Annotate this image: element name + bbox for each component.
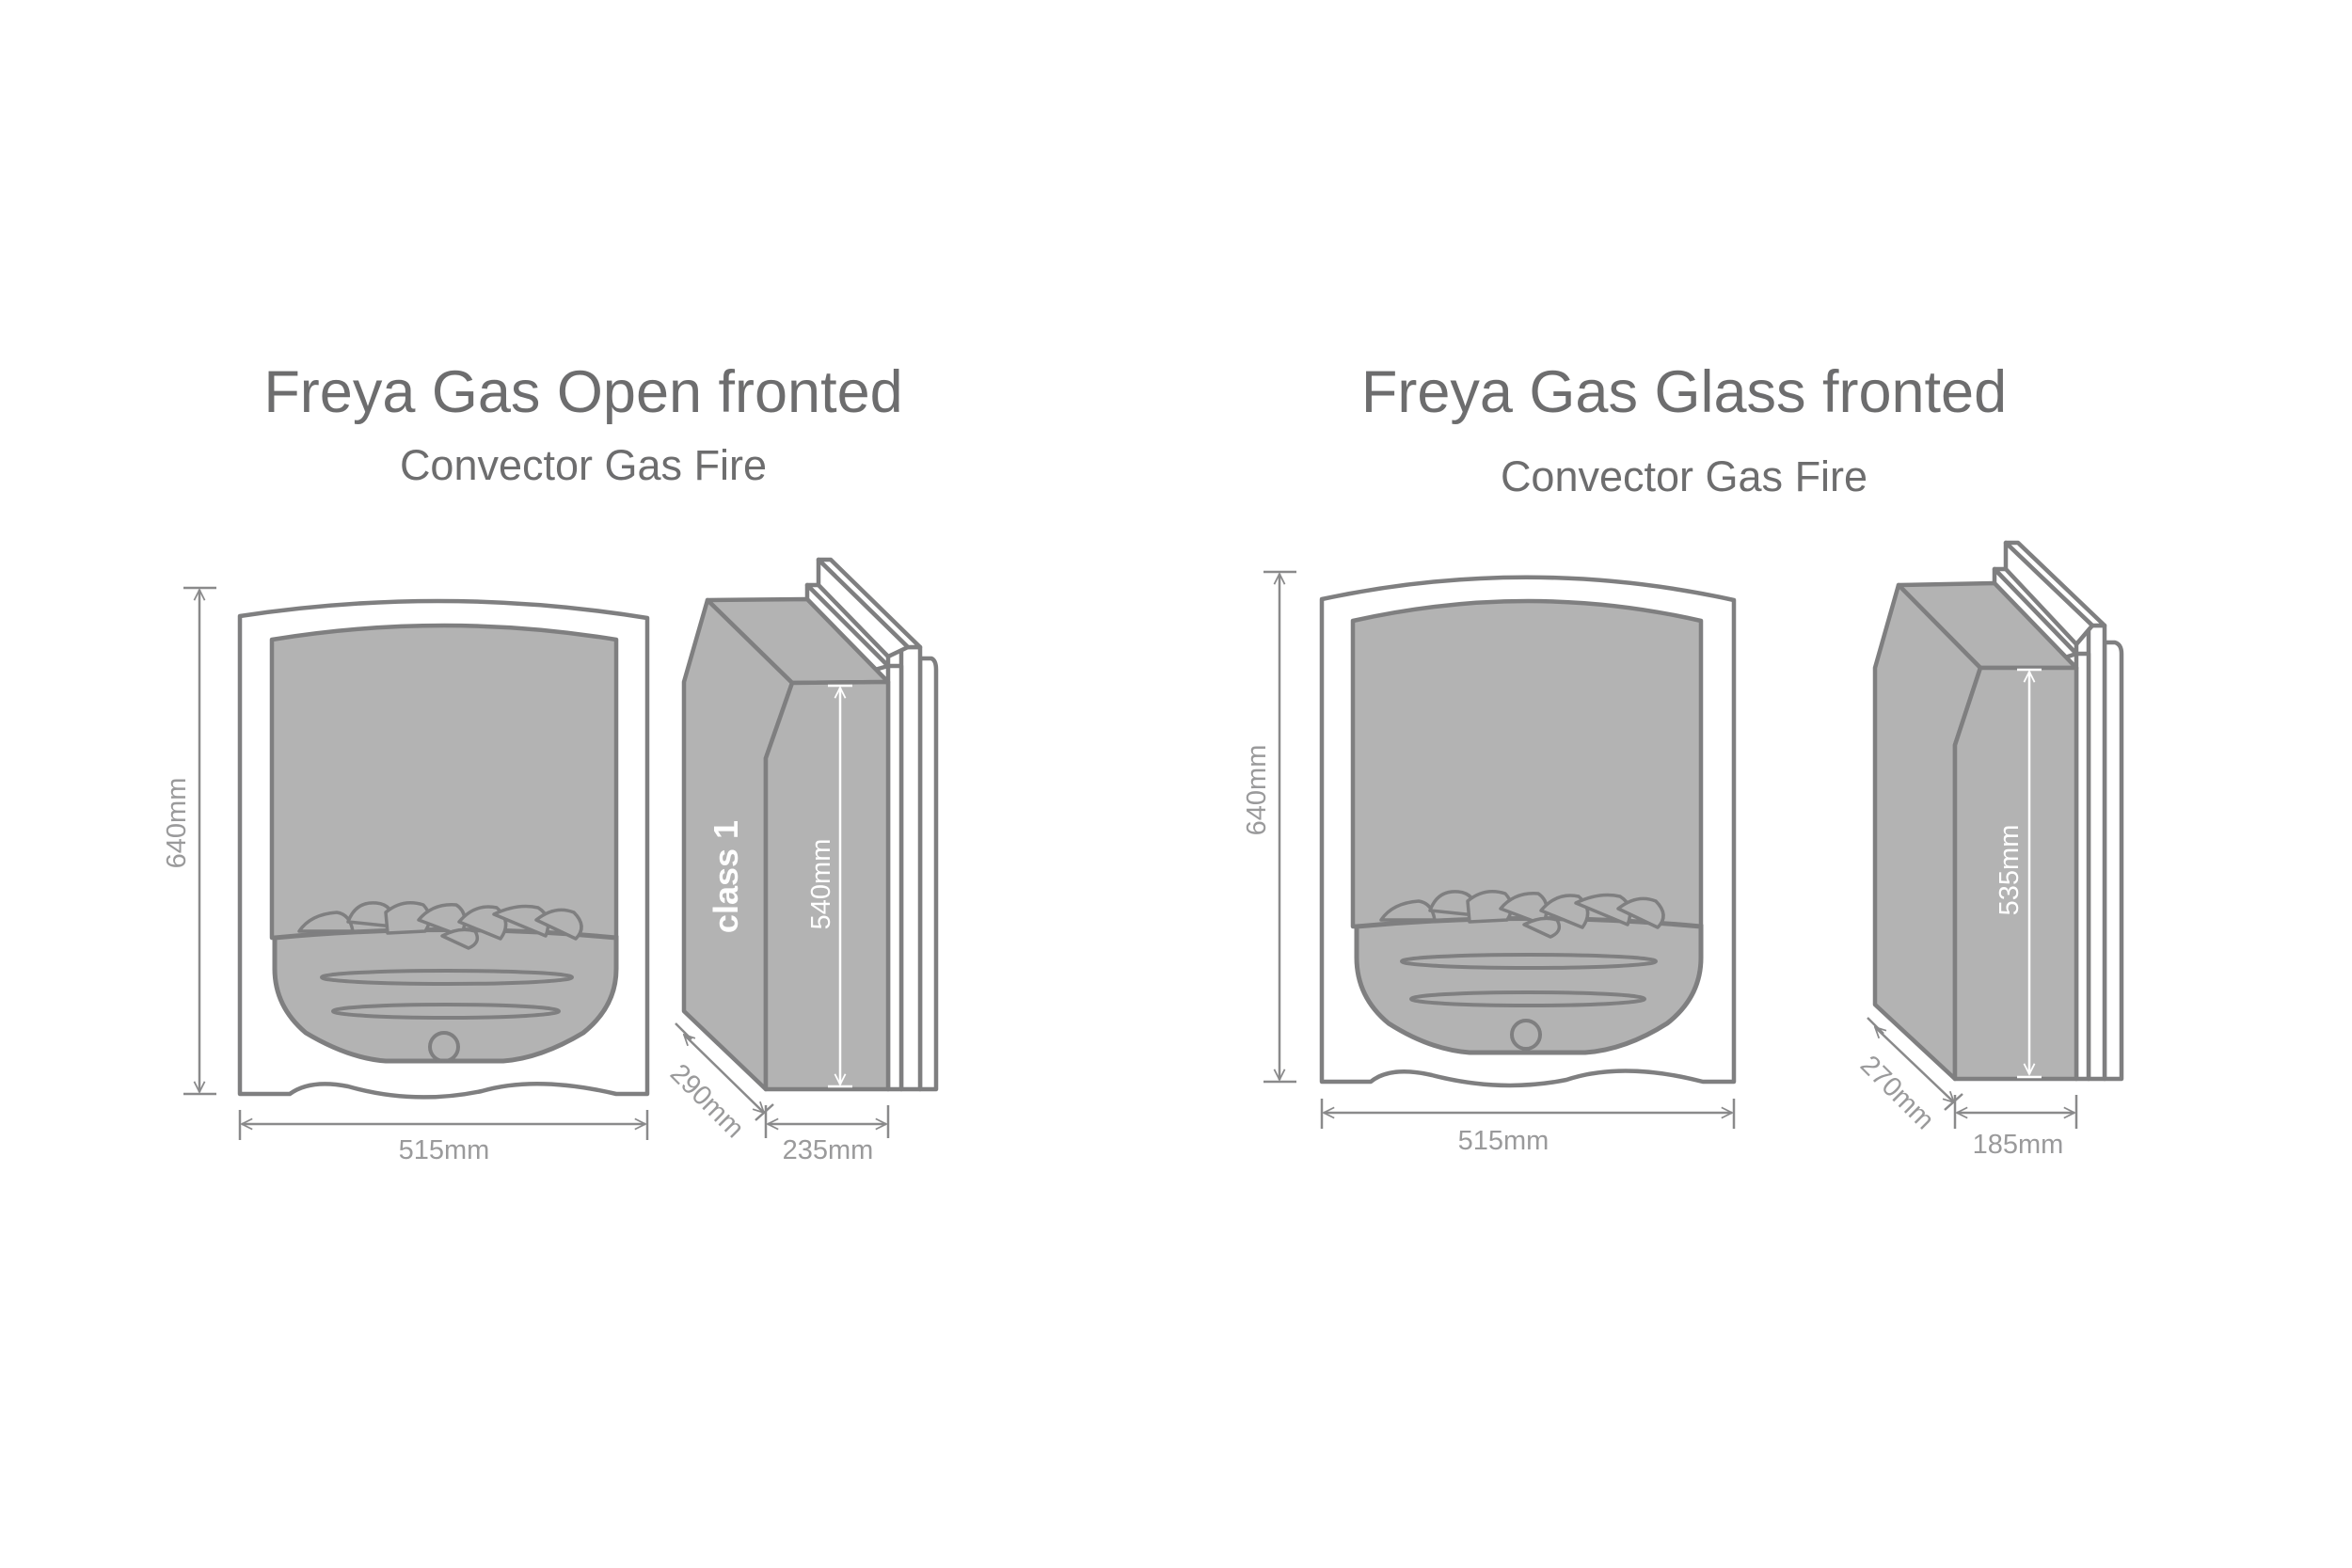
side-width-label: 185mm [1973, 1130, 2064, 1160]
fuel-basket [1354, 916, 1704, 1055]
depth-tick-top [675, 1022, 692, 1040]
basket-bar-lower [331, 1003, 561, 1020]
depth-dimension [1875, 1027, 1954, 1102]
fire-opening [269, 623, 619, 941]
class-badge-label: class 1 [707, 820, 745, 933]
fascia-front-plate [898, 644, 923, 1092]
fascia-back-plate [917, 656, 939, 1092]
coal-bed [1379, 890, 1665, 939]
product-title: Freya Gas Open fronted [263, 359, 902, 425]
fascia-front-plate [2086, 623, 2107, 1082]
front-view: 640mm 515mm [1242, 570, 1737, 1156]
fascia-back-plate [2102, 640, 2124, 1082]
fuel-basket [272, 927, 619, 1064]
inner-height-label: 540mm [806, 839, 836, 930]
coal-bed [297, 901, 583, 950]
depth-tick-bottom [1944, 1093, 1963, 1111]
body-front [1952, 665, 2079, 1082]
product-subtitle: Convector Gas Fire [1501, 452, 1867, 500]
basket-bar-upper [320, 969, 574, 986]
fire-opening [1350, 598, 1704, 929]
depth-dimension [684, 1035, 764, 1113]
basket-bar-lower [1409, 990, 1646, 1007]
side-view: class 1 540mm 290mm 235mm [664, 557, 939, 1165]
product-title: Freya Gas Glass fronted [1361, 359, 2007, 425]
basket-bar-upper [1400, 953, 1658, 970]
depth-label: 270mm [1854, 1050, 1940, 1135]
product-open-fronted: Freya Gas Open fronted Convector Gas Fir… [162, 359, 939, 1165]
control-knob [1510, 1019, 1542, 1051]
front-view: 640mm 515mm [162, 586, 650, 1165]
inner-height-label: 535mm [1994, 825, 2025, 916]
control-knob [428, 1031, 460, 1063]
side-view: 535mm 270mm 185mm [1854, 540, 2124, 1160]
product-glass-fronted: Freya Gas Glass fronted Convector Gas Fi… [1242, 359, 2124, 1160]
front-height-label: 640mm [1242, 745, 1272, 836]
front-width-label: 515mm [1458, 1126, 1549, 1156]
front-height-label: 640mm [162, 778, 192, 869]
side-width-label: 235mm [783, 1135, 874, 1165]
body-front [763, 679, 891, 1092]
depth-label: 290mm [664, 1058, 750, 1144]
product-subtitle: Convector Gas Fire [400, 441, 767, 489]
depth-tick-bottom [755, 1103, 774, 1121]
front-width-label: 515mm [399, 1135, 490, 1165]
